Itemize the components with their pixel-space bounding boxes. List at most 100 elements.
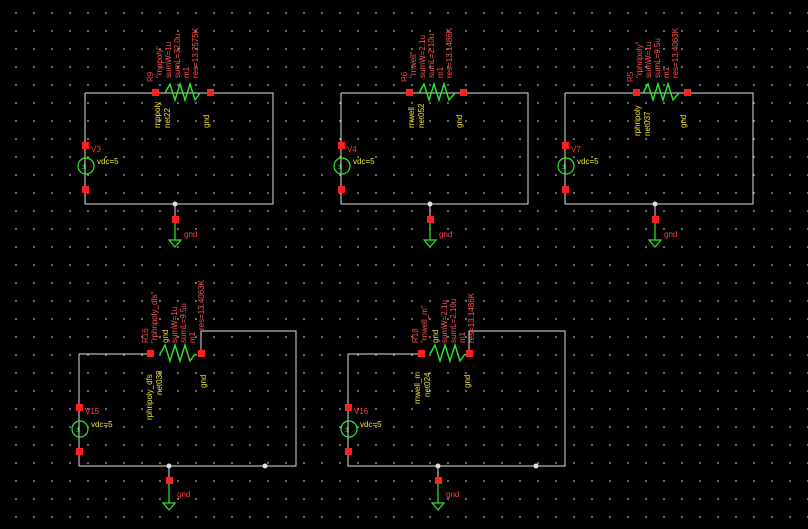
circuit-rphripoly-dfs: R16 "rphripoly_dfs" gnd sumW=1u sumL=9.5…: [71, 279, 297, 511]
param-l: sumL=2.10u: [449, 299, 458, 343]
source-vdc: vdc=5: [91, 420, 113, 429]
net-label: net22: [163, 107, 172, 128]
gnd-inst: gnd: [439, 230, 452, 239]
resistor-pin[interactable]: [466, 350, 473, 357]
plus-minus-icon: ±: [345, 425, 350, 434]
gnd-pin[interactable]: [435, 477, 442, 484]
source-pin[interactable]: [76, 448, 83, 455]
gnd-inst: gnd: [446, 490, 459, 499]
param-model: "rnppoly": [155, 46, 164, 78]
circuit-rnppoly: R9 "rnppoly" sumW=1u sumL=32.0u m1 res=1…: [77, 27, 274, 248]
source-pin[interactable]: [76, 404, 83, 411]
resistor-symbol[interactable]: [159, 342, 196, 364]
resistor-pin[interactable]: [207, 89, 214, 96]
gnd-label: gnd: [199, 375, 208, 388]
param-m: m1: [662, 66, 671, 78]
param-m: m1: [188, 331, 197, 343]
ground-icon[interactable]: [167, 239, 183, 248]
wire-loop: [340, 92, 529, 205]
source-pin[interactable]: [345, 448, 352, 455]
param-w: sumW=1u: [170, 307, 179, 343]
resistor-pin[interactable]: [147, 350, 154, 357]
junction-dot: [262, 463, 268, 469]
param-model: "rphripoly_dfs": [150, 291, 159, 343]
ground-icon[interactable]: [161, 502, 177, 511]
param-l: sumL=2.10u: [427, 34, 436, 78]
gnd-label: gnd: [463, 375, 472, 388]
source-pin[interactable]: [562, 186, 569, 193]
gnd-pin[interactable]: [652, 216, 659, 223]
resistor-pin[interactable]: [198, 350, 205, 357]
net-label: net038: [155, 370, 164, 395]
cell-name: rphripoly: [633, 105, 642, 136]
param-l: sumL=9.5u: [179, 303, 188, 343]
gnd-pin-label: gnd: [161, 330, 170, 343]
resistor-symbol[interactable]: [642, 81, 680, 103]
gnd-pin[interactable]: [427, 216, 434, 223]
net-label: net052: [417, 103, 426, 128]
param-m: m1: [182, 66, 191, 78]
param-l: sumL=9.5u: [653, 38, 662, 78]
net-label: net037: [643, 111, 652, 136]
source-vdc: vdc=5: [353, 157, 375, 166]
gnd-inst: gnd: [177, 490, 190, 499]
param-r: res=13.4063K: [671, 27, 680, 78]
source-pin[interactable]: [82, 186, 89, 193]
dc-source-icon[interactable]: [71, 420, 89, 438]
source-pin[interactable]: [338, 142, 345, 149]
resistor-pin[interactable]: [633, 89, 640, 96]
dc-source-icon[interactable]: [333, 157, 351, 175]
source-pin[interactable]: [338, 186, 345, 193]
resistor-symbol[interactable]: [418, 81, 456, 103]
param-r: res=13.2575K: [191, 27, 200, 78]
resistor-pin[interactable]: [406, 89, 413, 96]
junction-dot: [172, 201, 178, 207]
ground-icon[interactable]: [430, 502, 446, 511]
dc-source-icon[interactable]: [340, 420, 358, 438]
resistor-pin[interactable]: [460, 89, 467, 96]
circuit-rphripoly: R5 "rphripoly" sumW=1u sumL=9.5u m1 res=…: [557, 27, 754, 248]
junction-dot: [533, 463, 539, 469]
wire-loop: [78, 330, 297, 467]
resistor-symbol[interactable]: [429, 342, 466, 364]
ground-icon[interactable]: [422, 239, 438, 248]
ground-icon[interactable]: [647, 239, 663, 248]
param-l: sumL=32.0u: [173, 34, 182, 78]
resistor-pin[interactable]: [418, 350, 425, 357]
param-w: sumW=1u: [644, 42, 653, 78]
param-w: sumW=2.1u: [440, 300, 449, 343]
dc-source-icon[interactable]: [77, 157, 95, 175]
gnd-label: gnd: [455, 115, 464, 128]
plus-minus-icon: ±: [82, 162, 87, 171]
gnd-inst: gnd: [184, 230, 197, 239]
gnd-label: gnd: [679, 115, 688, 128]
wire-loop: [564, 92, 754, 205]
resistor-pin[interactable]: [684, 89, 691, 96]
wire-loop: [84, 92, 274, 205]
param-r: res=13.1486K: [445, 27, 454, 78]
source-vdc: vdc=5: [360, 420, 382, 429]
gnd-inst: gnd: [664, 230, 677, 239]
source-name: V15: [85, 407, 100, 416]
junction-dot: [652, 201, 658, 207]
source-pin[interactable]: [82, 142, 89, 149]
gnd-pin-label: gnd: [431, 330, 440, 343]
net-label: net024: [423, 372, 432, 397]
junction-dot: [166, 463, 172, 469]
gnd-pin[interactable]: [172, 216, 179, 223]
dc-source-icon[interactable]: [557, 157, 575, 175]
param-w: sumW=1u: [164, 42, 173, 78]
plus-minus-icon: ±: [562, 162, 567, 171]
source-pin[interactable]: [345, 404, 352, 411]
resistor-symbol[interactable]: [164, 81, 201, 103]
instance-name: R16: [141, 328, 150, 343]
param-model: "rphripoly": [635, 41, 644, 78]
resistor-pin[interactable]: [152, 89, 159, 96]
gnd-pin[interactable]: [166, 477, 173, 484]
cell-name: rnppoly: [153, 102, 162, 128]
param-r: res=13.4063K: [197, 279, 206, 330]
source-pin[interactable]: [562, 142, 569, 149]
gnd-label: gnd: [202, 115, 211, 128]
